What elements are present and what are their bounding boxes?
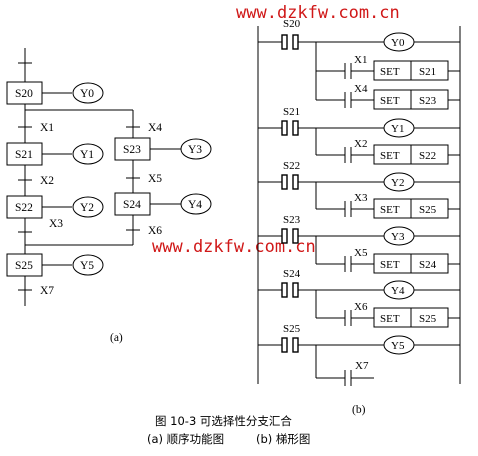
sfc-output-y4: [180, 193, 212, 215]
rung-s21: S21 Y1 X2 SET S22: [258, 106, 460, 165]
sfc-output-y3: [180, 138, 212, 160]
sfc-output-y2: [72, 196, 104, 218]
rung-s23-coil-label: Y3: [391, 231, 405, 243]
watermark-top: www.dzkfw.com.cn: [236, 3, 400, 23]
sfc-transition-x4: X4: [148, 122, 162, 134]
rung-s24-target-s25: S25: [419, 313, 437, 325]
sfc-step-s24-label: S24: [123, 199, 141, 211]
rung-s20-coil-label: Y0: [391, 37, 405, 49]
rung-s22-target-s25: S25: [419, 204, 437, 216]
ladder-label: (b): [352, 404, 366, 416]
rung-s23-set-label: SET: [380, 259, 400, 271]
sfc-output-y0: [72, 82, 104, 104]
rung-s25-contact-x7: X7: [355, 360, 369, 372]
sfc-output-y1-label: Y1: [80, 149, 94, 161]
sfc-output-y3-label: Y3: [188, 144, 202, 156]
rung-s20-target-s21: S21: [419, 66, 436, 78]
rung-s20-step-label: S20: [283, 18, 301, 30]
rung-s23: S23 Y3 X5 SET S24: [258, 214, 460, 274]
rung-s21-coil-label: Y1: [391, 123, 404, 135]
sfc-step-s20-label: S20: [15, 88, 33, 100]
rung-s22: S22 Y2 X3 SET S25: [258, 160, 460, 219]
watermark-middle: www.dzkfw.com.cn: [152, 237, 316, 257]
rung-s22-contact-x3: X3: [354, 192, 368, 204]
rung-s21-set-label: SET: [380, 150, 400, 162]
rung-s21-target-s22: S22: [419, 150, 436, 162]
rung-s22-set-label: SET: [380, 204, 400, 216]
sfc-output-y4-label: Y4: [188, 199, 202, 211]
sfc-transition-x1: X1: [40, 122, 54, 134]
rung-s22-coil-label: Y2: [391, 177, 404, 189]
rung-s24-coil-label: Y4: [391, 285, 405, 297]
sfc-output-y5-label: Y5: [80, 260, 94, 272]
sfc-output-y1: [72, 143, 104, 165]
ladder-diagram: S20 Y0 X1 SET S21 X4 SET: [257, 18, 461, 416]
sfc-step-s22-label: S22: [15, 202, 33, 214]
sfc-output-y0-label: Y0: [80, 88, 94, 100]
rung-s22-step-label: S22: [283, 160, 300, 172]
rung-s25-coil-label: Y5: [391, 340, 405, 352]
rung-s24: S24 Y4 X6 SET S25: [258, 268, 460, 328]
figure-subcaption-a: (a) 顺序功能图: [147, 432, 224, 446]
rung-s24-set-label: SET: [380, 313, 400, 325]
sfc-step-s25-label: S25: [15, 260, 33, 272]
rung-s20: S20 Y0 X1 SET S21 X4 SET: [258, 18, 460, 110]
rung-s20-target-s23: S23: [419, 95, 437, 107]
rung-s21-contact-x2: X2: [354, 138, 367, 150]
sfc-output-y2-label: Y2: [80, 202, 94, 214]
sfc-transition-x3: X3: [49, 218, 63, 230]
rung-s20-contact-x1: X1: [354, 54, 367, 66]
sfc-output-y5: [72, 254, 104, 276]
sfc-transition-x6: X6: [148, 225, 162, 237]
sfc-step-s23-label: S23: [123, 144, 141, 156]
rung-s20-contact-x4: X4: [354, 83, 368, 95]
rung-s25-step-label: S25: [283, 323, 301, 335]
rung-s23-target-s24: S24: [419, 259, 437, 271]
sfc-transition-x7: X7: [40, 285, 54, 297]
sfc-label: (a): [110, 332, 123, 344]
sfc-transition-x5: X5: [148, 173, 162, 185]
rung-s21-step-label: S21: [283, 106, 300, 118]
rung-s20-set-label-1: SET: [380, 66, 400, 78]
rung-s25: S25 Y5 X7: [258, 323, 460, 386]
rung-s24-step-label: S24: [283, 268, 301, 280]
figure-subcaption-b: (b) 梯形图: [256, 432, 310, 446]
sfc-transition-x2: X2: [40, 175, 54, 187]
sequential-function-chart: S20 Y0 X1 S21 Y1 X2 S22 Y2 X3 X4 S23: [6, 48, 212, 344]
sfc-step-s21-label: S21: [15, 149, 33, 161]
figure-title: 图 10-3 可选择性分支汇合: [155, 414, 292, 428]
rung-s24-contact-x6: X6: [354, 301, 368, 313]
rung-s23-contact-x5: X5: [354, 247, 368, 259]
rung-s20-set-label-2: SET: [380, 95, 400, 107]
rung-s23-step-label: S23: [283, 214, 301, 226]
